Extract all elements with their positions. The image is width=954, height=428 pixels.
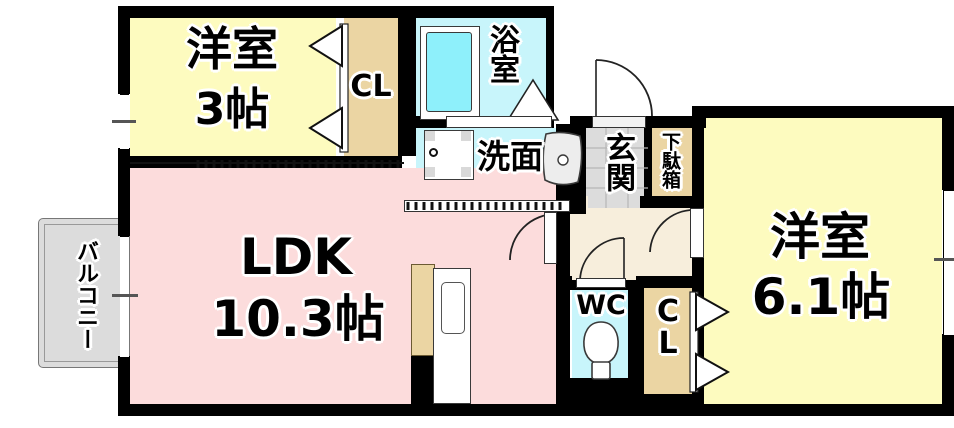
- wall-right-lower: [942, 334, 954, 416]
- label-balcony: バルコニー: [73, 240, 98, 350]
- closet-fill-bedroom-61: [644, 286, 692, 396]
- label-bedroom3-name: 洋室: [186, 22, 278, 76]
- wall-bath-left: [398, 6, 416, 156]
- window-bedroom61-right: [943, 190, 954, 336]
- bedroom3-ldk-line: [130, 162, 404, 164]
- bedroom3-ldk-partition[interactable]: [196, 160, 404, 168]
- wall-ldk-right: [556, 212, 570, 416]
- bath-door-sill: [446, 116, 552, 128]
- room-fill-bedroom-3: [130, 18, 336, 156]
- wall-hall-left-lower: [556, 276, 572, 290]
- wall-cl61-bottom: [636, 394, 704, 416]
- window-bedroom3-left-mark: [112, 120, 136, 123]
- wall-right-upper: [942, 106, 954, 190]
- hall-to-wc-door[interactable]: [574, 234, 626, 282]
- washer-drain-icon: [429, 148, 438, 157]
- wall-left-lower: [118, 356, 130, 416]
- window-bedroom61-right-mark: [934, 258, 954, 261]
- window-ldk-balcony: [120, 236, 129, 358]
- entrance-tile-grid: [586, 128, 648, 208]
- bedroom61-closet[interactable]: [689, 291, 732, 393]
- wall-cl61-top: [636, 276, 704, 288]
- window-ldk-balcony-mark: [112, 294, 138, 297]
- balcony-area: [38, 218, 130, 368]
- label-ldk-size: 10.3帖: [211, 290, 385, 348]
- label-ldk-name: LDK: [239, 228, 353, 286]
- wall-top-right: [692, 106, 954, 118]
- shoe-box-fill: [652, 128, 692, 198]
- room-fill-bedroom-61: [704, 118, 942, 408]
- washer-pan-corner-br: [461, 167, 471, 177]
- entrance-door-leaf: [592, 116, 646, 128]
- wall-bed61-left-mid: [692, 258, 704, 288]
- washer-pan-corner-bl: [425, 167, 435, 177]
- bathtub-water: [426, 32, 472, 112]
- washroom-door-hatch: [406, 202, 562, 210]
- entrance-door[interactable]: [594, 59, 654, 120]
- wall-shoebox-left: [644, 128, 652, 198]
- wall-bed61-left-upper: [692, 118, 704, 190]
- hall-to-ldk-door-leaf: [544, 212, 557, 264]
- kitchen-sink-basin: [441, 282, 465, 334]
- label-bath: 浴室: [484, 24, 519, 84]
- toilet-bowl-fixture: [583, 321, 619, 380]
- wall-shoebox-bottom: [640, 196, 704, 208]
- wall-bath-right: [546, 6, 554, 124]
- hall-to-bed-door[interactable]: [648, 208, 696, 256]
- bed-door-leaf: [690, 208, 704, 258]
- label-shoebox: 下駄箱: [659, 132, 681, 189]
- label-washroom: 洗面: [477, 137, 543, 176]
- washer-pan-corner-tr: [461, 131, 471, 141]
- closet-fill-bedroom-3: [344, 18, 398, 156]
- label-bedroom3-size: 3帖: [194, 84, 270, 135]
- label-wc: WC: [576, 290, 626, 321]
- vanity-sink-fixture: [542, 131, 583, 186]
- label-entrance: 玄関: [600, 132, 635, 192]
- label-closet-top: CL: [350, 69, 392, 104]
- wall-left-mid: [118, 148, 130, 236]
- bedroom3-closet[interactable]: [308, 23, 349, 153]
- label-bedroom61-size: 6.1帖: [751, 268, 891, 326]
- kitchen-counter-base: [411, 356, 433, 406]
- label-bedroom61-name: 洋室: [770, 208, 870, 266]
- wall-left-upper: [118, 6, 130, 94]
- wall-wc-bottom: [568, 378, 644, 416]
- washer-pan-corner-tl: [425, 131, 435, 141]
- kitchen-counter-fixture: [411, 264, 435, 356]
- wall-top-left: [118, 6, 554, 18]
- wall-bottom: [118, 404, 954, 416]
- wc-door-leaf: [576, 278, 626, 288]
